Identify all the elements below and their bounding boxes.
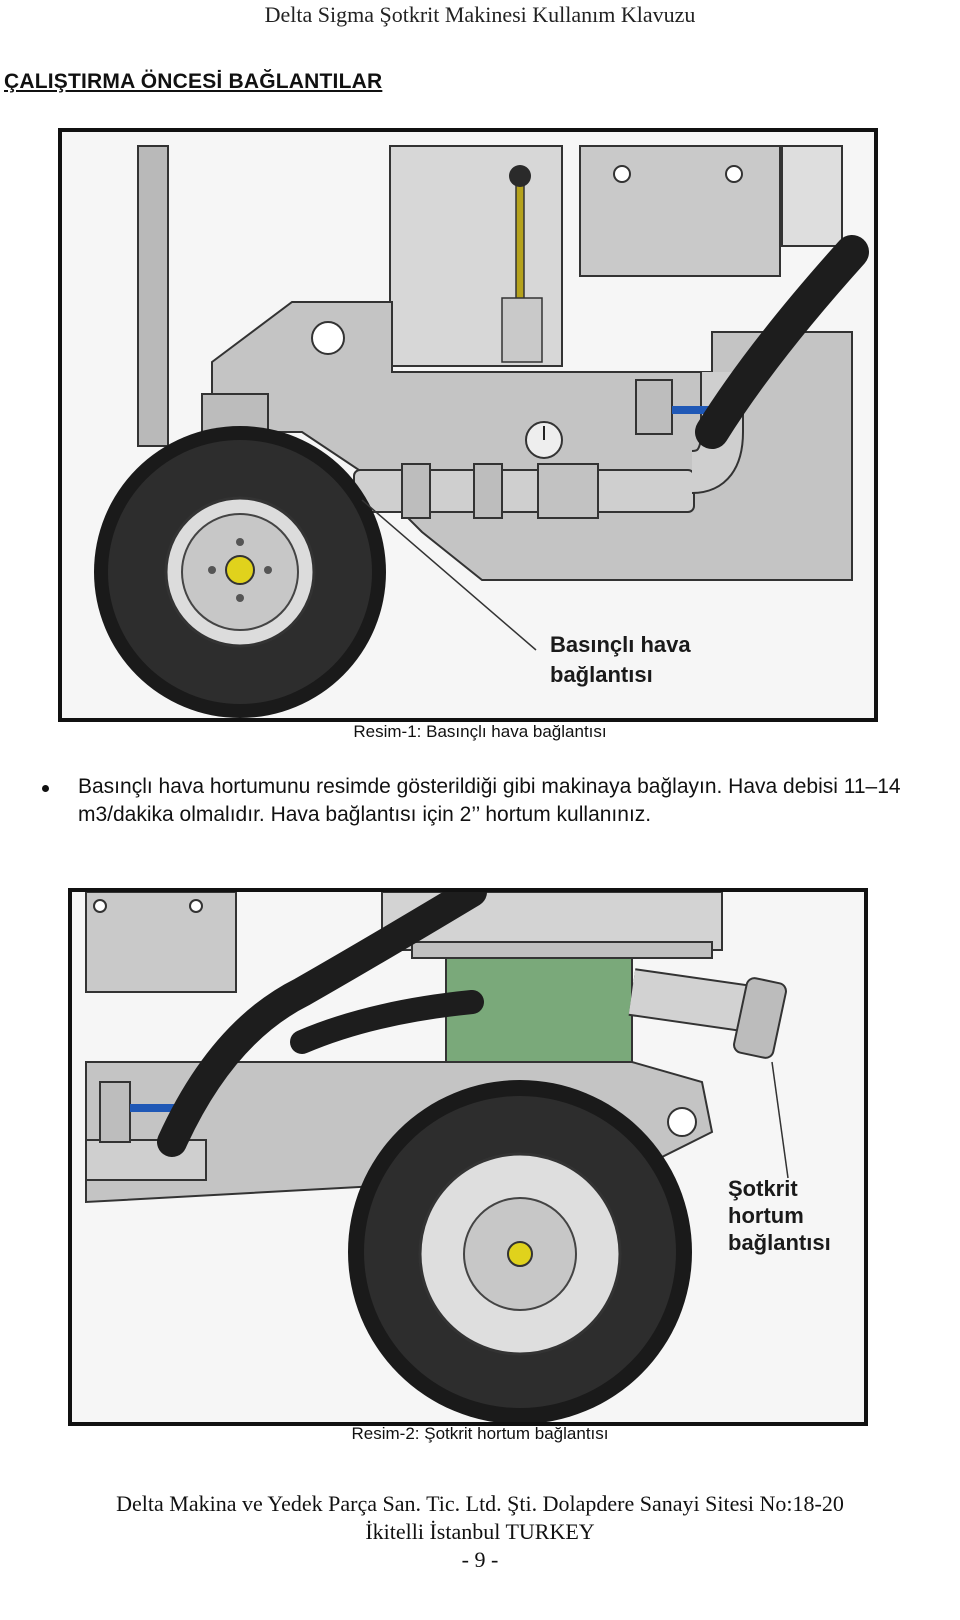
page-footer: Delta Makina ve Yedek Parça San. Tic. Lt… (0, 1490, 960, 1574)
footer-company: Delta Makina ve Yedek Parça San. Tic. Lt… (116, 1491, 844, 1516)
figure2-label-line3: bağlantısı (728, 1230, 831, 1255)
instruction-bullet: Basınçlı hava hortumunu resimde gösteril… (30, 773, 935, 829)
control-box (579, 145, 781, 277)
section-title: ÇALIŞTIRMA ÖNCESİ BAĞLANTILAR (4, 70, 383, 93)
figure1-label-line1: Basınçlı hava (550, 632, 691, 657)
page-header: Delta Sigma Şotkrit Makinesi Kullanım Kl… (264, 2, 696, 27)
handle-bar (137, 145, 169, 447)
footer-address: İkitelli İstanbul TURKEY (365, 1519, 595, 1544)
shotcrete-hose-illustration: Şotkrit hortum bağlantısı (72, 892, 864, 1422)
bullet-icon (42, 785, 49, 792)
figure1-label-line2: bağlantısı (550, 662, 653, 687)
page-number: - 9 - (461, 1547, 499, 1572)
figure2-label-line1: Şotkrit (728, 1176, 798, 1201)
air-hose-2 (157, 892, 487, 1157)
air-hose (695, 235, 869, 449)
figure-air-connection: Basınçlı hava bağlantısı (58, 128, 878, 722)
hose-clamp (733, 977, 787, 1059)
figure2-label-line2: hortum (728, 1203, 804, 1228)
pointer-line (361, 499, 537, 651)
figure-shotcrete-hose: Şotkrit hortum bağlantısı (68, 888, 868, 1426)
instruction-text: Basınçlı hava hortumunu resimde gösteril… (78, 775, 901, 826)
pointer-line-2 (771, 1061, 789, 1179)
figure1-caption: Resim-1: Basınçlı hava bağlantısı (353, 722, 607, 741)
air-connection-illustration: Basınçlı hava bağlantısı (62, 132, 874, 718)
figure2-caption: Resim-2: Şotkrit hortum bağlantısı (351, 1424, 609, 1443)
